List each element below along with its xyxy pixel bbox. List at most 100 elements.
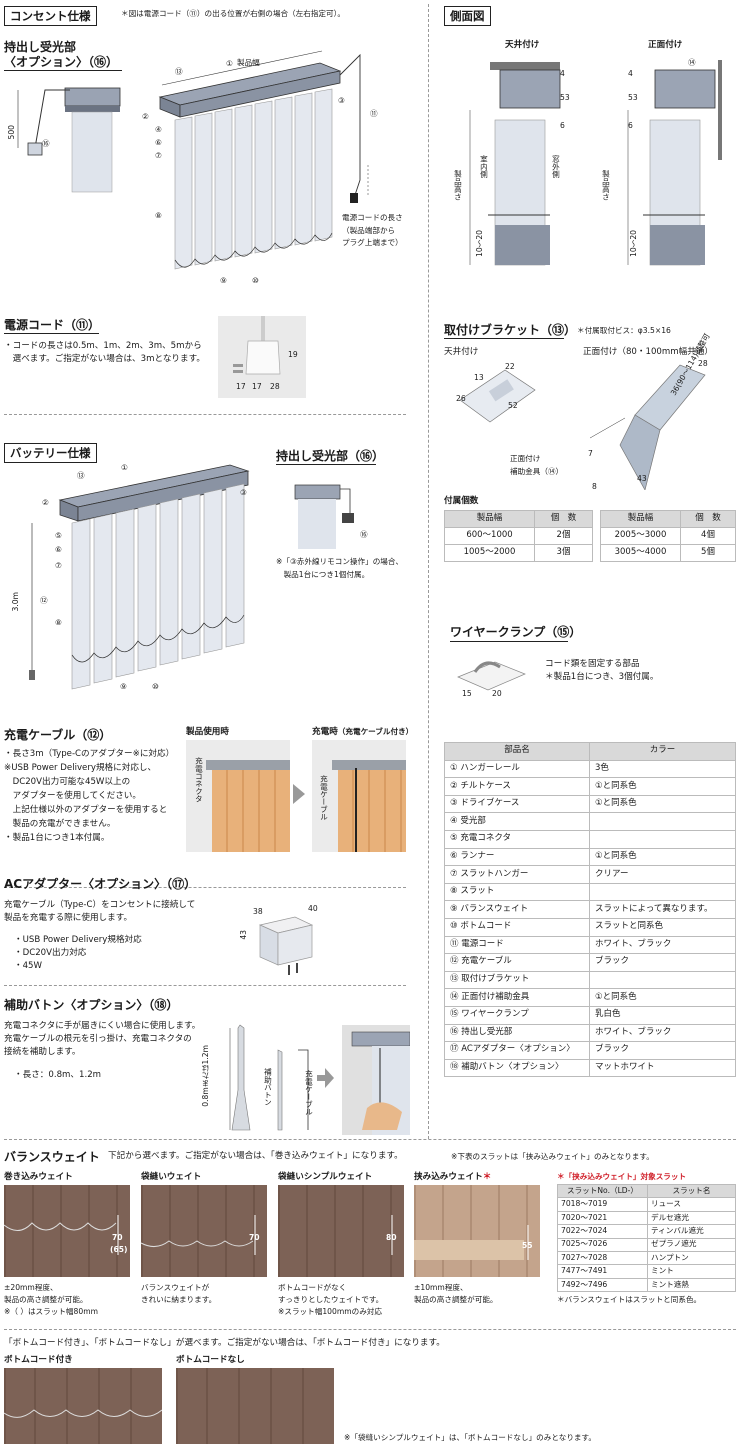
ac-spec-1: ・DC20V出力対応	[14, 948, 87, 958]
battery-receiver-diagram	[294, 484, 354, 549]
table-row: ⑱ 補助バトン〈オプション〉マットホワイト	[444, 1058, 736, 1078]
mark-4: ④	[155, 125, 162, 134]
part-color: ホワイト、ブラック	[589, 935, 736, 955]
table-row: ⑨ バランスウェイトスラットによって異なります。	[444, 900, 736, 919]
part-name: ⑦ スラットハンガー	[444, 865, 590, 884]
mark-8: ⑧	[155, 211, 162, 220]
receiver-title-1: 持出し受光部	[4, 40, 77, 54]
bracket-ceiling-label: 天井付け	[444, 347, 479, 357]
part-name: ⑨ バランスウェイト	[444, 900, 590, 919]
section-divider	[4, 1139, 736, 1140]
bracket-dim-22: 22	[505, 362, 515, 371]
side-front-label: 正面付け	[648, 40, 683, 50]
part-color: ホワイト、ブラック	[589, 1023, 736, 1043]
table-row: ⑩ ボトムコードスラットと同系色	[444, 917, 736, 937]
part-name: ⑥ ランナー	[444, 847, 590, 867]
side-dim-53b: 53	[628, 93, 638, 102]
battery-spec-title: バッテリー仕様	[4, 443, 97, 464]
side-product-height: 製品高さ	[453, 170, 463, 201]
slat-no: 7027〜7028	[557, 1250, 648, 1266]
weight-photo	[141, 1185, 267, 1277]
side-view-title: 側面図	[444, 6, 491, 27]
baton-dim: 0.8mまたは1.2m	[201, 1045, 210, 1107]
bracket-dim-43: 43	[637, 474, 647, 483]
power-cord-title: 電源コード（⑪）	[4, 318, 101, 332]
ac-spec-0: ・USB Power Delivery規格対応	[14, 935, 142, 945]
side-product-height-b: 製品高さ	[601, 170, 611, 201]
side-ceiling-label: 天井付け	[505, 40, 540, 50]
mark-16: ⑯	[42, 139, 50, 148]
weight-photo	[4, 1185, 130, 1277]
part-color	[589, 812, 736, 831]
title-underline	[450, 641, 568, 642]
charge-line-6: ・製品1台につき1本付属。	[4, 833, 110, 843]
assist-baton-diagram	[229, 1024, 410, 1135]
part-name: ⑫ 充電ケーブル	[444, 953, 590, 972]
baton-line2: 充電ケーブルの根元を引っ掛け、充電コネクタの	[4, 1034, 192, 1044]
bat-mark-12: ⑫	[40, 596, 48, 605]
weight-type-name: 袋縫いシンプルウェイト	[278, 1172, 373, 1182]
part-name: ④ 受光部	[444, 812, 590, 831]
part-color: ブラック	[589, 953, 736, 972]
table-row: ⑧ スラット	[444, 882, 736, 902]
bracket-title: 取付けブラケット（⑬）	[444, 323, 577, 337]
weight-desc2: 製品の高さ調整が可能。	[4, 1295, 88, 1304]
part-color: マットホワイト	[589, 1058, 736, 1078]
column-divider	[428, 4, 429, 1139]
part-name: ⑬ 取付けブラケット	[444, 970, 590, 990]
weight-type-name: 巻き込みウェイト	[4, 1172, 73, 1182]
slat-no: 7020〜7021	[557, 1210, 648, 1226]
slat-name: ゼプラノ遮光	[647, 1237, 736, 1252]
weight-desc1: ±20mm程度、	[4, 1283, 58, 1292]
mark-7: ⑦	[155, 151, 162, 160]
part-color: ①と同系色	[589, 847, 736, 867]
clamp-dim-20: 20	[492, 689, 502, 698]
charge-cable-title: 充電ケーブル（⑫）	[4, 728, 112, 742]
side-dim-10-20b: 10〜20	[629, 230, 638, 257]
wire-clamp-diagram	[457, 661, 526, 691]
bat-mark-8: ⑧	[55, 618, 62, 627]
charge-line-5: 製品の充電ができません。	[4, 819, 116, 829]
part-color: スラットによって異なります。	[589, 900, 736, 919]
charge-line-1: ※USB Power Delivery規格に対応し、	[4, 763, 157, 773]
part-color	[589, 882, 736, 902]
title-underline	[276, 464, 376, 465]
mark-2: ②	[142, 112, 149, 121]
parts-header-color: カラー	[589, 742, 736, 761]
dim-3m: 3.0m	[11, 592, 20, 612]
aux-label-2: 補助金具（⑭）	[510, 467, 564, 476]
balance-note2: ※下表のスラットは「挟み込みウェイト」のみとなります。	[451, 1152, 654, 1161]
connector-label: 充電コネクタ	[194, 757, 204, 803]
baton-line1: 充電コネクタに手が届きにくい場合に使用します。	[4, 1021, 201, 1031]
table-row: ⑬ 取付けブラケット	[444, 970, 736, 990]
title-underline	[444, 338, 564, 339]
table-row: ⑤ 充電コネクタ	[444, 829, 736, 849]
charge-line-4: 上記仕様以外のアダプターを使用すると	[4, 805, 168, 815]
table-row: ⑮ ワイヤークランプ乳白色	[444, 1005, 736, 1025]
parts-header-name: 部品名	[444, 742, 590, 761]
ac-dim-43: 43	[239, 930, 248, 940]
outdoor-label: 窓外側	[551, 155, 561, 178]
wire-clamp-title: ワイヤークランプ（⑮）	[450, 625, 582, 639]
part-color	[589, 829, 736, 849]
cord-length-note-3: プラグ上端まで）	[342, 238, 403, 247]
part-color: クリアー	[589, 865, 736, 884]
weight-dim2: (65)	[110, 1245, 128, 1254]
part-name: ⑰ ACアダプター〈オプション〉	[444, 1041, 590, 1060]
ac-line1: 充電ケーブル（Type-C）をコンセントに接続して	[4, 900, 196, 910]
part-name: ⑧ スラット	[444, 882, 590, 902]
mark-3: ③	[338, 96, 345, 105]
side-dim-6: 6	[560, 121, 565, 130]
ac-adapter-title: ACアダプター〈オプション〉（⑰）	[4, 877, 197, 891]
section-divider	[4, 1329, 736, 1330]
part-name: ⑮ ワイヤークランプ	[444, 1005, 590, 1025]
section-divider	[4, 887, 406, 888]
battery-receiver-title: 持出し受光部（⑯）	[276, 449, 385, 463]
outlet-blind-diagram	[158, 50, 369, 270]
clamp-dim-15: 15	[462, 689, 472, 698]
